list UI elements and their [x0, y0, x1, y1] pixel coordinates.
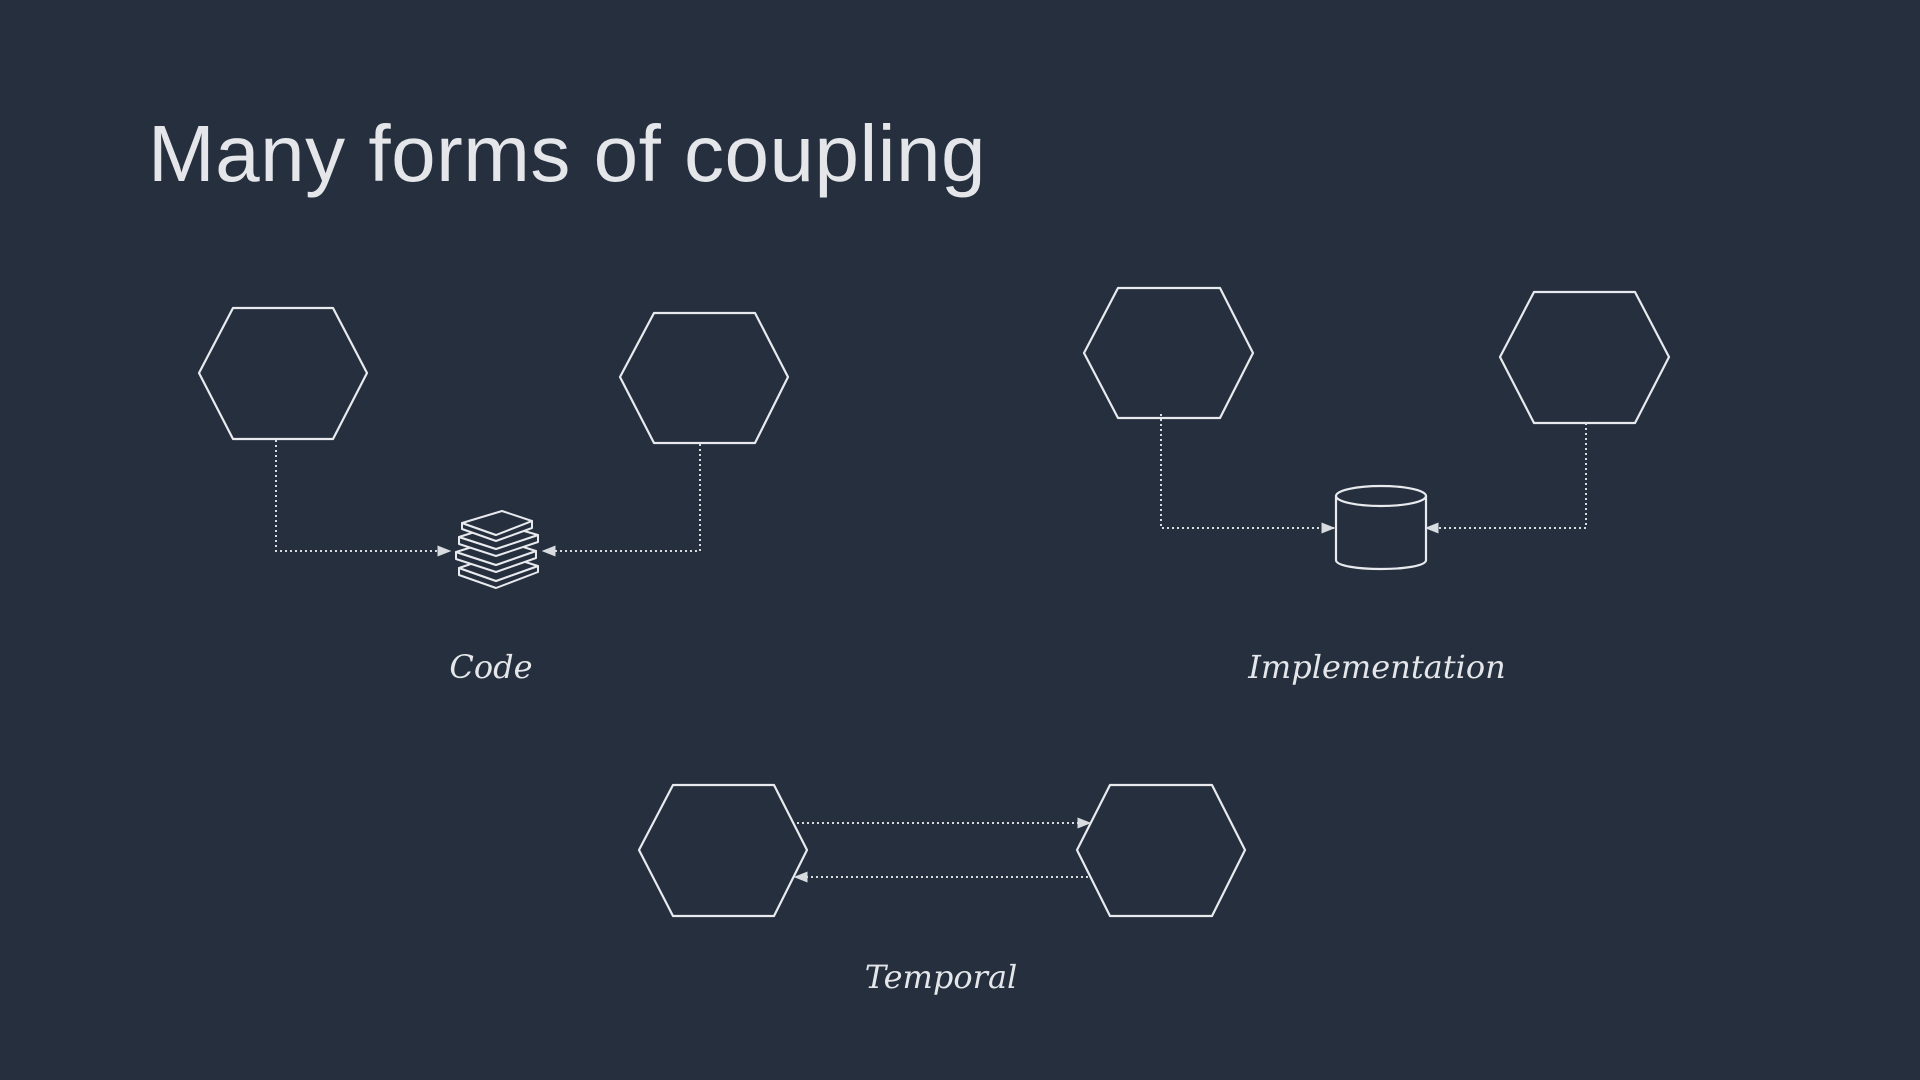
temporal-service-b-hexagon: [1075, 783, 1247, 918]
code-service-a-hexagon: [197, 306, 369, 441]
implementation-service-a-hexagon: [1082, 286, 1255, 420]
code-service-b-hexagon: [618, 311, 790, 445]
implementation-connector-a: [1160, 414, 1336, 534]
code-caption: Code: [449, 648, 532, 686]
code-connector-a: [275, 440, 452, 557]
slide-title: Many forms of coupling: [148, 109, 987, 198]
code-connector-b: [541, 444, 701, 557]
implementation-caption: Implementation: [1247, 648, 1505, 686]
books-icon: [455, 510, 539, 589]
implementation-coupling-diagram: Implementation: [1082, 286, 1671, 686]
temporal-service-a-hexagon: [637, 783, 809, 918]
code-coupling-diagram: Code: [197, 306, 790, 686]
database-icon: [1334, 484, 1428, 571]
temporal-caption: Temporal: [865, 958, 1018, 996]
temporal-coupling-diagram: Temporal: [637, 783, 1247, 996]
implementation-service-b-hexagon: [1498, 290, 1671, 425]
implementation-connector-b: [1424, 423, 1587, 534]
